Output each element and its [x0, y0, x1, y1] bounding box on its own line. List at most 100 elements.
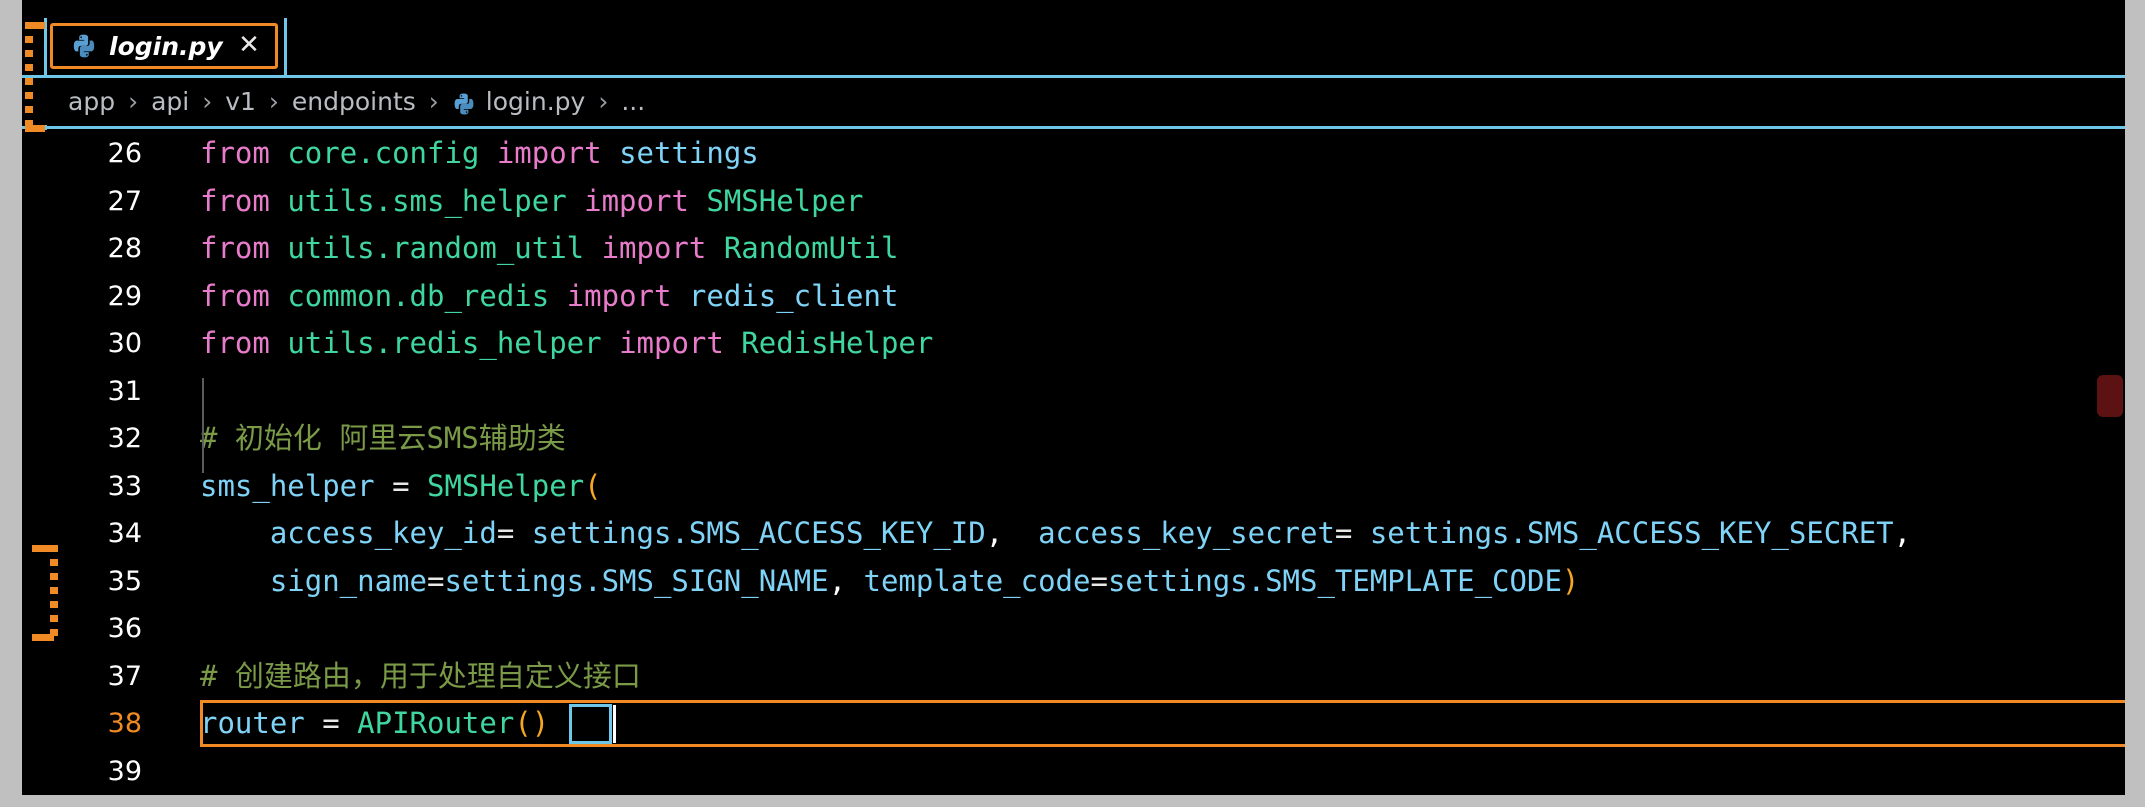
breadcrumb: app › api › v1 › endpoints › login.py › …	[22, 78, 2125, 125]
code-line-text: from utils.sms_helper import SMSHelper	[200, 178, 864, 226]
line-number: 39	[107, 755, 142, 787]
python-file-icon	[71, 33, 97, 59]
line-number: 37	[107, 660, 142, 692]
code-token: SMSHelper	[427, 468, 585, 503]
code-token: import	[601, 231, 707, 265]
code-token	[479, 136, 496, 170]
code-token: import	[619, 326, 724, 360]
line-number: 27	[107, 185, 142, 217]
line-number: 36	[107, 613, 142, 644]
code-line[interactable]: 37 # 创建路由，用于处理自定义接口	[22, 653, 2125, 701]
code-token	[689, 184, 706, 218]
tab-login-py[interactable]: login.py ✕	[50, 23, 278, 69]
chevron-right-icon: ›	[268, 87, 279, 116]
code-line[interactable]: 36	[22, 605, 2125, 653]
tab-label: login.py	[109, 31, 223, 61]
code-token: # 初始化 阿里云SMS辅助类	[200, 421, 566, 455]
code-token	[706, 231, 723, 265]
annotation-marker-mid-cap	[32, 545, 54, 552]
code-token: ,	[985, 516, 1004, 550]
bracket-match-highlight	[569, 704, 612, 744]
code-token: template_code	[863, 563, 1091, 598]
code-line-text: from utils.random_util import RandomUtil	[200, 225, 898, 273]
code-line-text: router = APIRouter()	[200, 700, 549, 748]
line-number: 28	[107, 233, 142, 264]
code-token: import	[566, 278, 672, 313]
code-line[interactable]: 35 sign_name=settings.SMS_SIGN_NAME, tem…	[22, 558, 2125, 606]
code-line[interactable]: 34 access_key_id= settings.SMS_ACCESS_KE…	[22, 510, 2125, 558]
code-token: ()	[514, 706, 550, 740]
code-token	[602, 326, 619, 360]
code-token: RandomUtil	[723, 231, 899, 265]
overview-ruler-error-marker[interactable]	[2097, 375, 2123, 417]
code-token: redis_client	[688, 278, 899, 313]
code-token	[1003, 516, 1038, 550]
code-token: sms_helper	[200, 468, 375, 503]
code-line[interactable]: 28 from utils.random_util import RandomUt…	[22, 225, 2125, 273]
code-token: # 创建路由，用于处理自定义接口	[200, 658, 641, 693]
code-token	[584, 231, 601, 265]
code-token: import	[584, 183, 689, 218]
code-token: ,	[828, 563, 847, 598]
divider-breadcrumb-bottom	[22, 126, 2125, 129]
code-line-text: # 创建路由，用于处理自定义接口	[200, 653, 641, 701]
line-number: 29	[107, 280, 142, 312]
code-token	[270, 184, 287, 218]
code-token	[270, 279, 287, 313]
code-token	[846, 564, 863, 598]
code-token: =	[322, 706, 340, 740]
code-token	[1352, 516, 1369, 550]
breadcrumb-item-endpoints[interactable]: endpoints	[291, 87, 416, 116]
line-number: 31	[107, 375, 142, 407]
text-cursor	[613, 705, 616, 743]
code-token: settings	[619, 136, 759, 170]
code-line[interactable]: 32 # 初始化 阿里云SMS辅助类	[22, 415, 2125, 463]
code-line-text: from core.config import settings	[200, 130, 759, 178]
code-token: sign_name	[200, 563, 427, 598]
code-token: =	[1334, 516, 1353, 550]
annotation-marker-top	[25, 22, 33, 132]
code-token: from	[200, 231, 270, 265]
code-token: settings.SMS_SIGN_NAME	[444, 563, 829, 598]
code-token: import	[496, 136, 602, 170]
code-token: =	[392, 468, 410, 503]
line-number: 34	[107, 518, 142, 549]
breadcrumb-item-api[interactable]: api	[151, 87, 190, 116]
code-token: utils.random_util	[287, 231, 585, 265]
breadcrumb-item-v1[interactable]: v1	[225, 87, 256, 116]
code-token	[270, 326, 287, 360]
close-icon[interactable]: ✕	[238, 30, 260, 60]
breadcrumb-item-login-py[interactable]: login.py	[485, 87, 586, 116]
code-token: common.db_redis	[287, 278, 550, 313]
line-number: 33	[107, 470, 142, 502]
breadcrumb-item-app[interactable]: app	[68, 87, 116, 116]
code-line-text: access_key_id= settings.SMS_ACCESS_KEY_I…	[200, 510, 1911, 558]
divider-tabbar-bottom	[22, 75, 2125, 78]
chevron-right-icon: ›	[128, 87, 139, 116]
tab-separator	[284, 18, 287, 75]
code-token	[514, 516, 531, 550]
code-line[interactable]: 31	[22, 368, 2125, 416]
code-token: from	[200, 183, 270, 218]
code-line[interactable]: 27 from utils.sms_helper import SMSHelper	[22, 178, 2125, 226]
annotation-marker-mid	[50, 545, 58, 640]
line-number: 32	[107, 423, 142, 454]
code-token: from	[200, 326, 270, 360]
annotation-marker-mid-cap	[32, 634, 54, 641]
code-token	[340, 706, 357, 740]
code-token	[270, 136, 287, 170]
breadcrumb-item-overflow[interactable]: ...	[621, 87, 646, 116]
code-line[interactable]: 39	[22, 748, 2125, 796]
indent-guide	[202, 378, 204, 473]
code-token	[270, 231, 287, 265]
code-token: access_key_secret	[1038, 516, 1335, 550]
code-token: from	[200, 136, 270, 170]
code-token: settings.SMS_ACCESS_KEY_SECRET	[1369, 516, 1894, 550]
